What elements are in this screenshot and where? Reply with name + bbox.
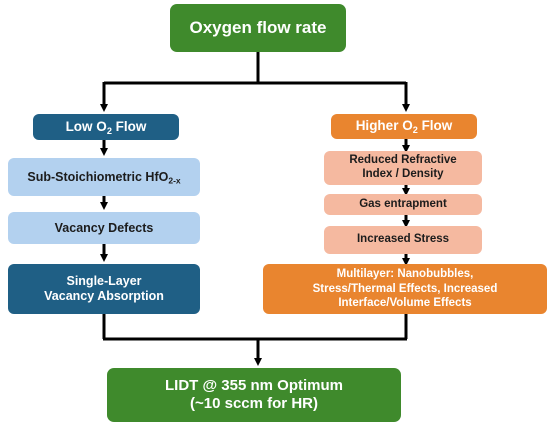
higher-o2-flow-box: Higher O2 Flow [331, 114, 477, 139]
gas-entrapment-box: Gas entrapment [324, 194, 482, 215]
gas-entrapment-label: Gas entrapment [359, 197, 447, 210]
multilayer-line3: Interface/Volume Effects [338, 297, 472, 310]
multilayer-line1: Multilayer: Nanobubbles, [336, 268, 474, 281]
oxygen-flow-rate-label: Oxygen flow rate [189, 17, 327, 37]
single-layer-vacancy-box: Single-Layer Vacancy Absorption [8, 264, 200, 314]
low-o2-flow-box: Low O2 Flow [33, 114, 179, 140]
reduced-refractive-box: Reduced Refractive Index / Density [324, 151, 482, 185]
sub-stoichiometric-label: Sub-Stoichiometric HfO2-x [27, 169, 181, 186]
single-layer-line2: Vacancy Absorption [44, 289, 164, 303]
vacancy-defects-box: Vacancy Defects [8, 212, 200, 244]
oxygen-flow-rate-box: Oxygen flow rate [170, 4, 346, 52]
lidt-optimum-line1: LIDT @ 355 nm Optimum [165, 377, 343, 394]
increased-stress-label: Increased Stress [356, 233, 450, 246]
vacancy-defects-label: Vacancy Defects [54, 220, 154, 235]
lidt-optimum-line2: (~10 sccm for HR) [190, 395, 318, 412]
lidt-optimum-box: LIDT @ 355 nm Optimum (~10 sccm for HR) [107, 368, 401, 422]
single-layer-line1: Single-Layer [66, 274, 142, 288]
low-o2-flow-label: Low O2 Flow [65, 118, 147, 136]
multilayer-line2: Stress/Thermal Effects, Increased [312, 282, 498, 295]
sub-stoichiometric-box: Sub-Stoichiometric HfO2-x [8, 158, 200, 196]
multilayer-effects-box: Multilayer: Nanobubbles, Stress/Thermal … [263, 264, 547, 314]
higher-o2-flow-label: Higher O2 Flow [355, 118, 453, 136]
increased-stress-box: Increased Stress [324, 226, 482, 254]
reduced-refractive-line2: Index / Density [362, 168, 444, 180]
reduced-refractive-line1: Reduced Refractive [349, 154, 457, 167]
